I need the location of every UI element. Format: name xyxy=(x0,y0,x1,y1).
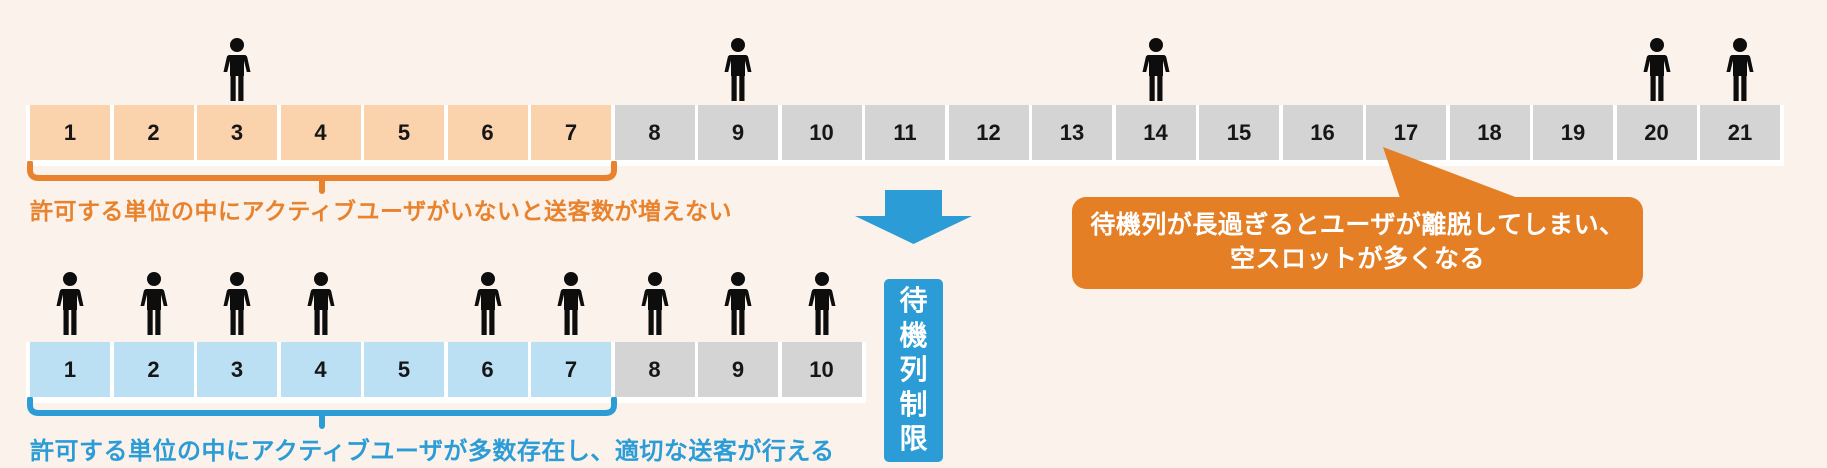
queue-slot: 2 xyxy=(113,342,194,397)
person-icon xyxy=(140,272,168,336)
top-queue-caption: 許可する単位の中にアクティブユーザがいないと送客数が増えない xyxy=(30,198,733,224)
queue-slot: 8 xyxy=(614,105,695,160)
queue-slot: 3 xyxy=(197,105,277,160)
queue-slot: 8 xyxy=(614,342,695,397)
top-allowed-brace xyxy=(27,161,617,194)
queue-slot: 16 xyxy=(1282,105,1363,160)
callout-tail xyxy=(1383,147,1542,207)
queue-slot: 11 xyxy=(865,105,945,160)
bottom-allowed-brace xyxy=(27,397,617,429)
down-arrow-icon xyxy=(855,190,972,244)
queue-limit-char: 列 xyxy=(899,354,928,386)
queue-slot: 1 xyxy=(30,105,110,160)
queue-slot: 12 xyxy=(948,105,1029,160)
person-icon xyxy=(1726,38,1754,102)
queue-limit-char: 限 xyxy=(899,423,928,455)
queue-slot: 2 xyxy=(113,105,194,160)
queue-slot: 20 xyxy=(1616,105,1697,160)
queue-slot: 6 xyxy=(447,105,528,160)
queue-limit-box: 待機列制限 xyxy=(884,279,943,462)
queue-slot: 13 xyxy=(1032,105,1112,160)
person-icon xyxy=(474,272,502,336)
person-icon xyxy=(223,38,251,102)
person-icon xyxy=(557,272,585,336)
queue-slot: 9 xyxy=(698,105,778,160)
person-icon xyxy=(307,272,335,336)
queue-slot: 9 xyxy=(698,342,778,397)
bottom-queue-caption: 許可する単位の中にアクティブユーザが多数存在し、適切な送客が行える xyxy=(30,438,835,465)
queue-slot: 1 xyxy=(30,342,110,397)
person-icon xyxy=(641,272,669,336)
queue-slot: 18 xyxy=(1449,105,1530,160)
queue-slot: 17 xyxy=(1366,105,1446,160)
queue-slot: 19 xyxy=(1533,105,1613,160)
queue-limit-char: 機 xyxy=(899,319,928,351)
queue-limit-char: 待 xyxy=(899,285,928,317)
person-icon xyxy=(56,272,84,336)
queue-slot: 10 xyxy=(781,105,862,160)
queue-slot: 7 xyxy=(531,342,611,397)
queue-limit-char: 制 xyxy=(899,388,928,420)
queue-slot: 4 xyxy=(280,342,361,397)
queue-slot: 3 xyxy=(197,342,277,397)
queue-slot: 21 xyxy=(1700,105,1780,160)
person-icon xyxy=(808,272,836,336)
person-icon xyxy=(1643,38,1671,102)
person-icon xyxy=(724,38,752,102)
callout-line2: 空スロットが多くなる xyxy=(1229,245,1485,273)
queue-slot: 7 xyxy=(531,105,611,160)
queue-slot: 14 xyxy=(1115,105,1196,160)
queue-too-long-callout: 待機列が長過ぎるとユーザが離脱してしまい、 空スロットが多くなる xyxy=(1072,197,1643,289)
callout-line1: 待機列が長過ぎるとユーザが離脱してしまい、 xyxy=(1090,211,1625,239)
queue-slot: 10 xyxy=(781,342,862,397)
queue-slot: 4 xyxy=(280,105,361,160)
queue-slot: 6 xyxy=(447,342,528,397)
queue-slot: 5 xyxy=(364,342,444,397)
queue-slot: 15 xyxy=(1199,105,1279,160)
person-icon xyxy=(724,272,752,336)
person-icon xyxy=(223,272,251,336)
queue-slot: 5 xyxy=(364,105,444,160)
person-icon xyxy=(1142,38,1170,102)
